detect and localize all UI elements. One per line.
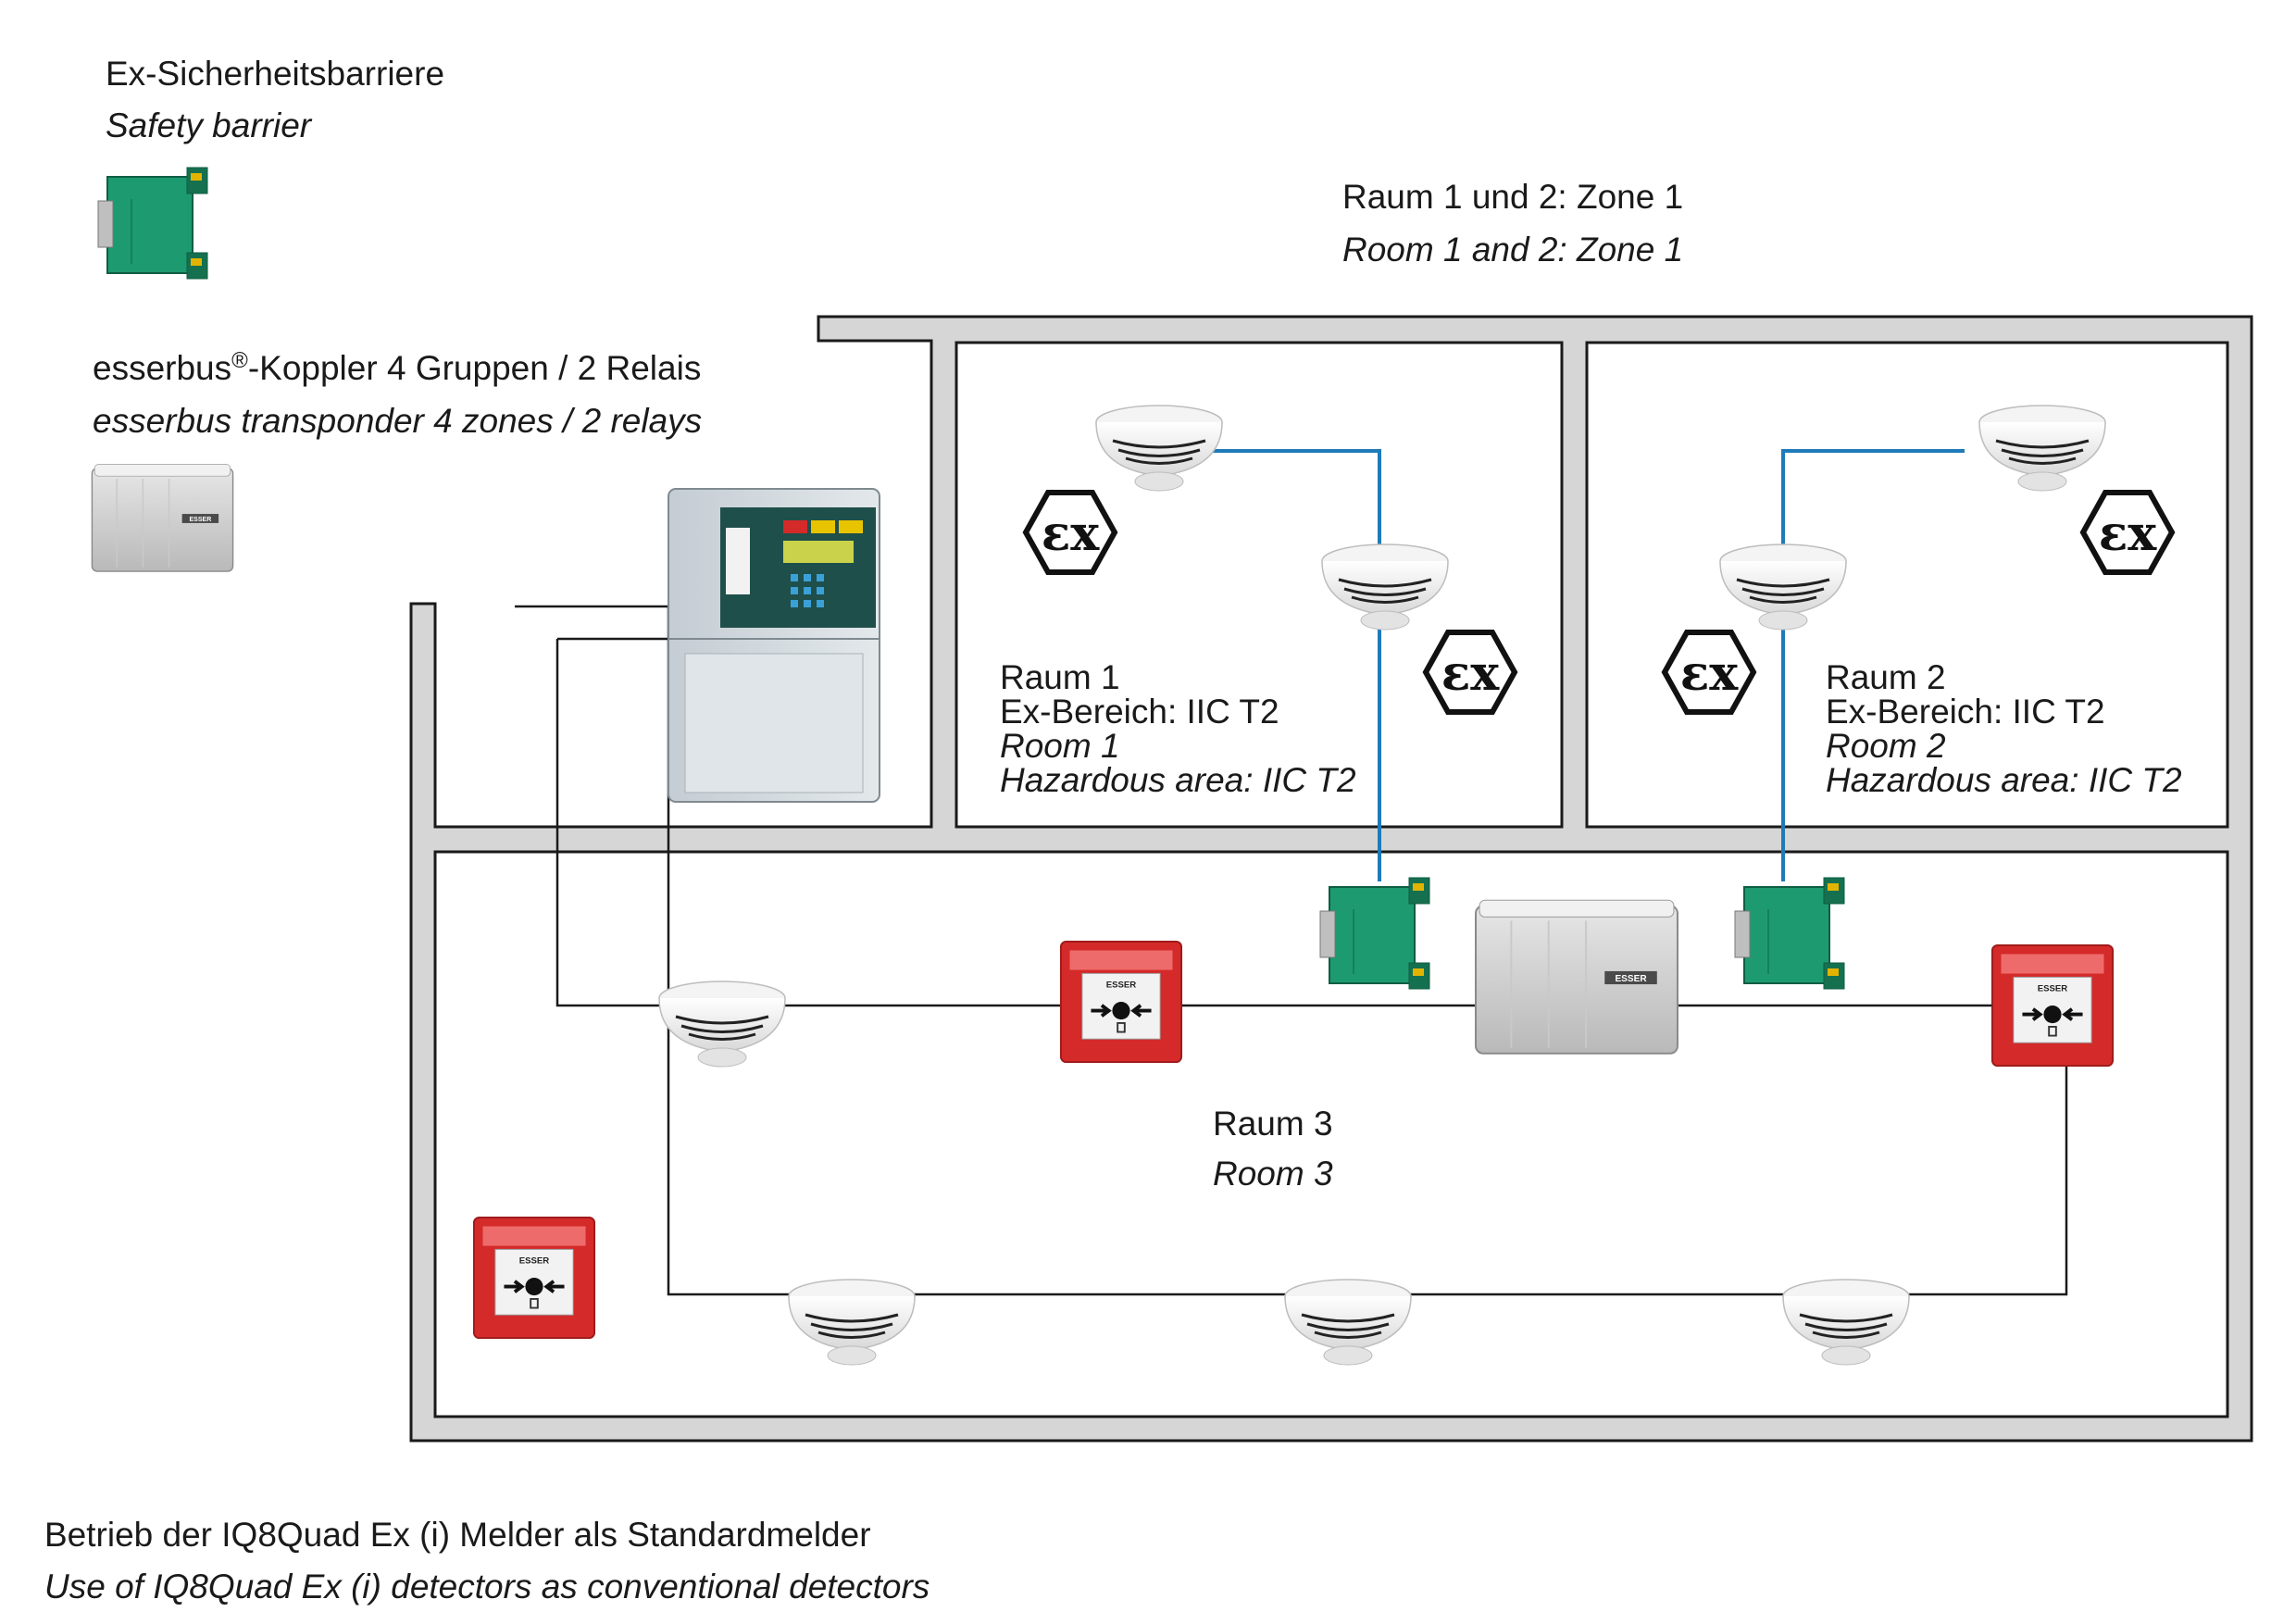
room-1-ex-sign-left-icon (1026, 493, 1115, 572)
zone-header-de: Raum 1 und 2: Zone 1 (1342, 178, 1683, 216)
fire-alarm-control-panel (668, 488, 880, 803)
room-1-title-de: Raum 1 (1000, 658, 1120, 696)
room-2-ex-sign-right-icon (2083, 493, 2172, 572)
room-1-area (955, 341, 1564, 829)
room-2-title-de: Raum 2 (1826, 658, 1946, 696)
room-3-call-point-middle-icon (1058, 939, 1184, 1065)
room-2-area-en: Hazardous area: IIC T2 (1826, 761, 2182, 799)
safety-barrier-room-2-icon (1734, 877, 1845, 990)
esserbus-transponder (1475, 899, 1678, 1055)
ex-wire-room-1 (1204, 449, 1381, 881)
legend-safety-barrier-icon (97, 167, 208, 280)
room-2-area (1585, 341, 2229, 829)
legend-barrier-en: Safety barrier (106, 106, 313, 144)
room-1-title-en: Room 1 (1000, 727, 1120, 765)
zone-header-en: Room 1 and 2: Zone 1 (1342, 231, 1683, 269)
legend-barrier-de: Ex-Sicherheitsbarriere (106, 55, 444, 93)
caption-en: Use of IQ8Quad Ex (i) detectors as conve… (44, 1568, 930, 1605)
loop-wire-lower (515, 605, 2068, 1296)
caption-de: Betrieb der IQ8Quad Ex (i) Melder als St… (44, 1516, 871, 1554)
room-3-call-point-right-icon (1990, 943, 2115, 1068)
ex-wire-room-2 (1781, 449, 1965, 881)
room-1-area-de: Ex-Bereich: IIC T2 (1000, 693, 1279, 731)
room-2-area-de: Ex-Bereich: IIC T2 (1826, 693, 2105, 731)
safety-barrier-room-1-icon (1319, 877, 1430, 990)
room-3-title-en: Room 3 (1213, 1155, 1333, 1193)
room-1-ex-sign-right-icon (1426, 632, 1515, 712)
room-1-area-en: Hazardous area: IIC T2 (1000, 761, 1356, 799)
room-3-title-de: Raum 3 (1213, 1105, 1333, 1143)
room-2-ex-sign-left-icon (1665, 632, 1753, 712)
legend-transponder-icon (91, 463, 234, 572)
room-3-call-point-left-icon (471, 1215, 597, 1341)
room-2-title-en: Room 2 (1826, 727, 1946, 765)
legend-transponder-en: esserbus transponder 4 zones / 2 relays (93, 402, 702, 440)
legend-transponder-de: esserbus®-Koppler 4 Gruppen / 2 Relais (93, 348, 701, 388)
